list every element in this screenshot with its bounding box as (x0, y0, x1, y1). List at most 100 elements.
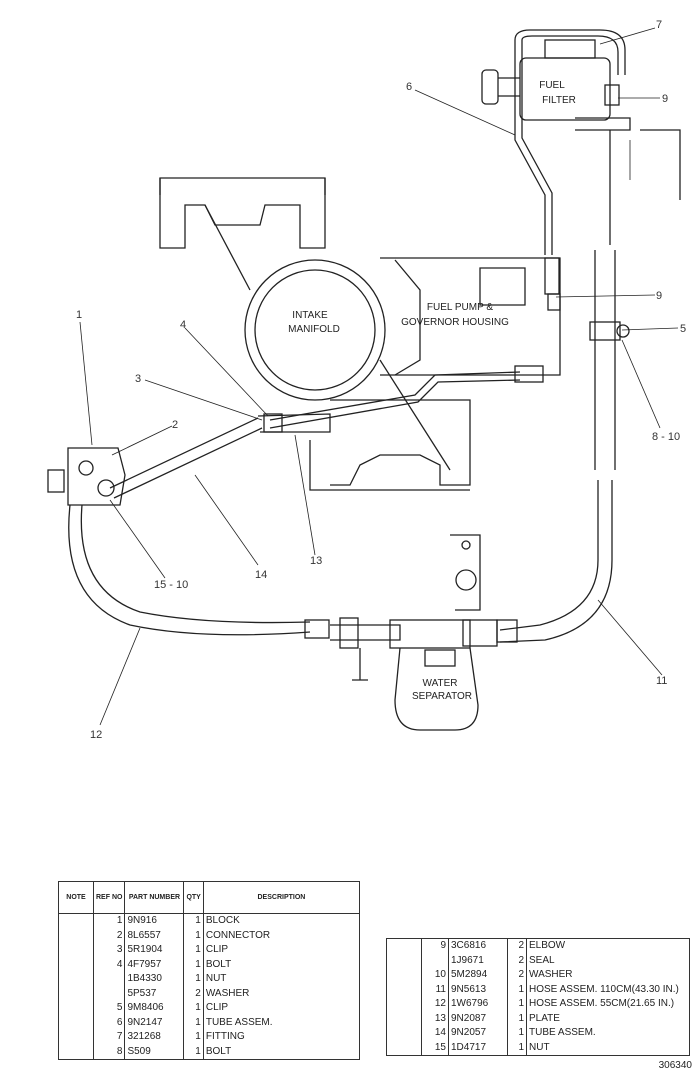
hose-assembly-11 (499, 250, 630, 643)
part-number-cell: 4F7957 (124, 957, 185, 972)
note-cell (58, 1015, 94, 1030)
description-cell: BLOCK (205, 915, 240, 926)
header-part-number: PART NUMBER (124, 881, 185, 914)
ref-cell: 3 (93, 943, 126, 958)
intake-manifold (204, 204, 451, 471)
figure-id: 306340 (658, 1060, 692, 1071)
part-number-cell: 9N2087 (448, 1011, 508, 1026)
header-ref-no: REF NO (93, 881, 126, 914)
part-number-cell: 5P537 (124, 986, 185, 1001)
ref-cell: 13 (421, 1011, 449, 1026)
callout-leaders (79, 27, 679, 726)
note-cell (386, 953, 422, 968)
qty-cell: 1 (507, 982, 527, 997)
callout-1: 1 (76, 309, 82, 321)
callout-7: 7 (656, 19, 662, 31)
part-number-cell: 5R1904 (124, 943, 185, 958)
callout-3: 3 (135, 373, 141, 385)
parts-table-header: NOTE REF NO PART NUMBER QTY DESCRIPTION (58, 881, 360, 914)
note-cell (58, 913, 94, 929)
note-cell (58, 943, 94, 958)
callout-11: 11 (656, 675, 667, 687)
part-number-cell: 3C6816 (448, 938, 508, 954)
note-cell (58, 1001, 94, 1016)
description-cell: HOSE ASSEM. 110CM(43.30 IN.) (529, 983, 679, 995)
ref-cell: 2 (93, 928, 126, 943)
ref-cell: 1 (93, 913, 126, 929)
ref-cell: 4 (93, 957, 126, 972)
ref-cell: 12 (421, 997, 449, 1012)
description-cell: CLIP (205, 944, 229, 955)
note-cell (58, 928, 94, 943)
ref-cell: 8 (93, 1044, 126, 1060)
tube-assembly-6 (514, 29, 626, 311)
description-cell: BOLT (205, 958, 232, 970)
description-cell: PLATE (529, 1012, 560, 1024)
description-cell: TUBE ASSEM. (205, 1016, 273, 1028)
qty-cell: 1 (183, 972, 204, 987)
water-separator-label-line2: SEPARATOR (412, 691, 472, 702)
qty-cell: 1 (183, 957, 204, 972)
ref-cell: 9 (421, 938, 449, 954)
description-cell: BOLT (205, 1045, 232, 1057)
fuel-filter-label-line2: FILTER (542, 95, 576, 106)
note-cell (386, 982, 422, 997)
water-separator (330, 534, 518, 731)
part-number-cell: 9M8406 (124, 1001, 185, 1016)
callout-9-top: 9 (662, 93, 668, 105)
fuel-system-diagram: FUEL FILTER INTAKE MANIFOLD FUEL PUMP & … (47, 19, 686, 741)
description-cell: HOSE ASSEM. 55CM(21.65 IN.) (529, 998, 675, 1009)
part-number-cell: 8L6557 (124, 928, 185, 943)
qty-cell: 1 (507, 1040, 527, 1056)
note-cell (386, 1026, 422, 1041)
part-number-cell: 9N5613 (448, 982, 508, 997)
ref-cell (93, 972, 126, 987)
description-cell: TUBE ASSEM. (529, 1027, 596, 1038)
engine-block-outline (159, 177, 561, 491)
header-qty: QTY (183, 881, 204, 914)
hose-assembly-12 (68, 504, 330, 639)
description-cell: CONNECTOR (205, 929, 271, 941)
ref-cell (93, 986, 126, 1001)
ref-cell: 11 (421, 982, 449, 997)
ref-cell: 14 (421, 1026, 449, 1041)
description-cell: NUT (205, 973, 227, 984)
part-number-cell: 1J9671 (448, 953, 508, 968)
part-number-cell: 9N2057 (448, 1026, 508, 1041)
callout-12: 12 (90, 729, 102, 741)
qty-cell: 2 (507, 938, 527, 954)
tube-assembly-14 (109, 413, 331, 499)
note-cell (58, 1044, 94, 1060)
ref-cell: 5 (93, 1001, 126, 1016)
note-cell (386, 968, 422, 983)
ref-cell (421, 953, 449, 968)
description-cell: WASHER (529, 969, 573, 980)
description-cell: SEAL (529, 954, 555, 966)
note-cell (386, 1011, 422, 1026)
part-number-cell: 5M2894 (448, 968, 508, 983)
fuel-pump-label-line2: GOVERNOR HOUSING (401, 317, 509, 328)
qty-cell: 1 (183, 1001, 204, 1016)
callout-14: 14 (255, 569, 267, 581)
callout-9-mid: 9 (656, 290, 662, 302)
water-separator-label-line1: WATER (423, 678, 458, 689)
description-cell: NUT (529, 1041, 550, 1053)
part-number-cell: 9N2147 (124, 1015, 185, 1030)
callout-6: 6 (406, 81, 412, 93)
note-cell (58, 972, 94, 987)
